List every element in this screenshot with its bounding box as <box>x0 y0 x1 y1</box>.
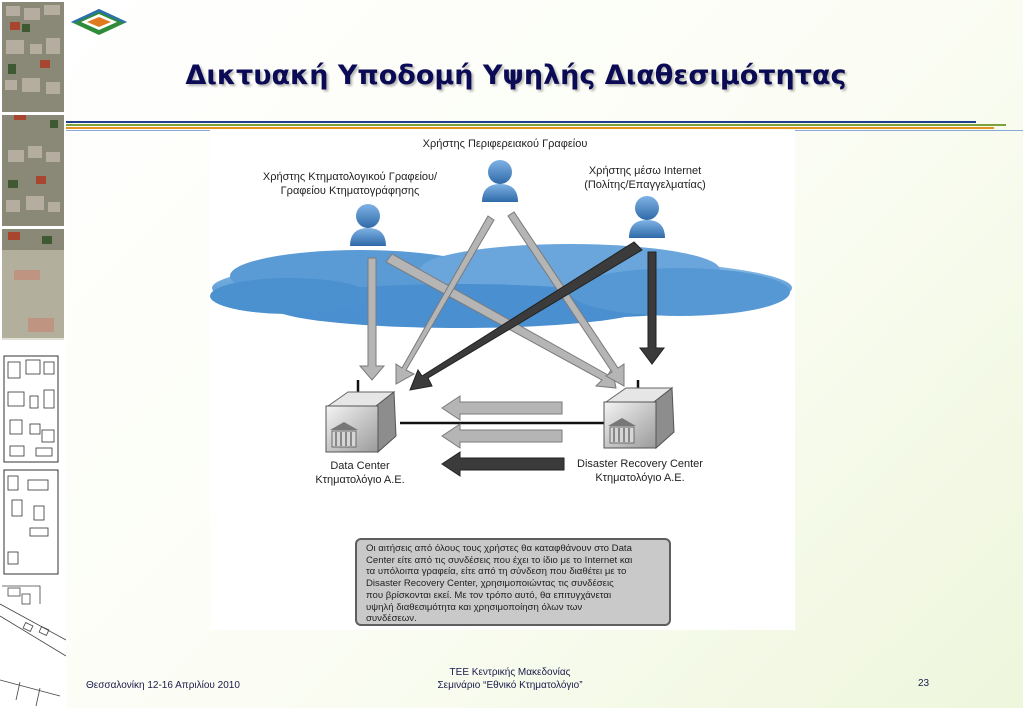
user-icon <box>482 160 518 202</box>
user-regional-label: Χρήστης Περιφερειακού Γραφείου <box>422 138 588 150</box>
note-line: Disaster Recovery Center, χρησιμοποιώντα… <box>366 578 614 590</box>
user-cadastral-label-line2: Γραφείου Κτηματογράφησης <box>280 185 420 197</box>
note-line: τα υπόλοιπα γραφεία, είτε από τη σύνδεση… <box>366 566 627 578</box>
user-icon <box>629 196 665 238</box>
title-rule-blue <box>66 121 976 123</box>
slide-title: Δικτυακή Υποδομή Υψηλής Διαθεσιμότητας <box>185 60 847 91</box>
dr-center-label-line2: Κτηματολόγιο Α.Ε. <box>595 472 685 484</box>
network-diagram-graphics <box>210 160 792 477</box>
server-icon <box>603 387 675 450</box>
server-icon <box>325 391 397 454</box>
explanation-note: Οι αιτήσεις από όλους τους χρήστες θα κα… <box>355 538 671 626</box>
dr-center-label-line1: Disaster Recovery Center <box>577 458 703 470</box>
user-internet-label-line2: (Πολίτης/Επαγγελματίας) <box>584 179 706 191</box>
cloud-icon <box>210 244 792 328</box>
user-cadastral-label-line1: Χρήστης Κτηματολογικού Γραφείου/ <box>262 171 438 183</box>
footer-date: Θεσσαλονίκη 12-16 Απριλίου 2010 <box>86 680 240 691</box>
note-line: υψηλή διαθεσιμότητα και χρησιμοποίηση όλ… <box>366 601 583 613</box>
note-line: συνδέσεων. <box>366 613 417 625</box>
left-decorative-strip <box>0 0 66 708</box>
logo-icon <box>71 9 127 35</box>
user-internet-label-line1: Χρήστης μέσω Internet <box>588 165 702 177</box>
data-center-label-line1: Data Center <box>330 460 390 472</box>
note-line: Οι αιτήσεις από όλους τους χρήστες θα κα… <box>366 543 632 554</box>
note-line: Center είτε από τις συνδέσεις που έχει τ… <box>366 554 633 566</box>
title-rule-orange <box>66 127 994 129</box>
title-rule-green <box>66 124 1006 126</box>
note-line: που βρίσκονται εκεί. Με τον τρόπο αυτό, … <box>366 589 612 601</box>
user-icon <box>350 204 386 246</box>
footer-organization: ΤΕΕ Κεντρικής Μακεδονίας <box>449 667 571 678</box>
footer-seminar: Σεμινάριο “Εθνικό Κτηματολόγιο” <box>437 680 583 691</box>
page-number: 23 <box>918 678 930 689</box>
data-center-label-line2: Κτηματολόγιο Α.Ε. <box>315 474 405 486</box>
network-diagram: Χρήστης Περιφερειακού Γραφείου Χρήστης Κ… <box>210 130 795 630</box>
